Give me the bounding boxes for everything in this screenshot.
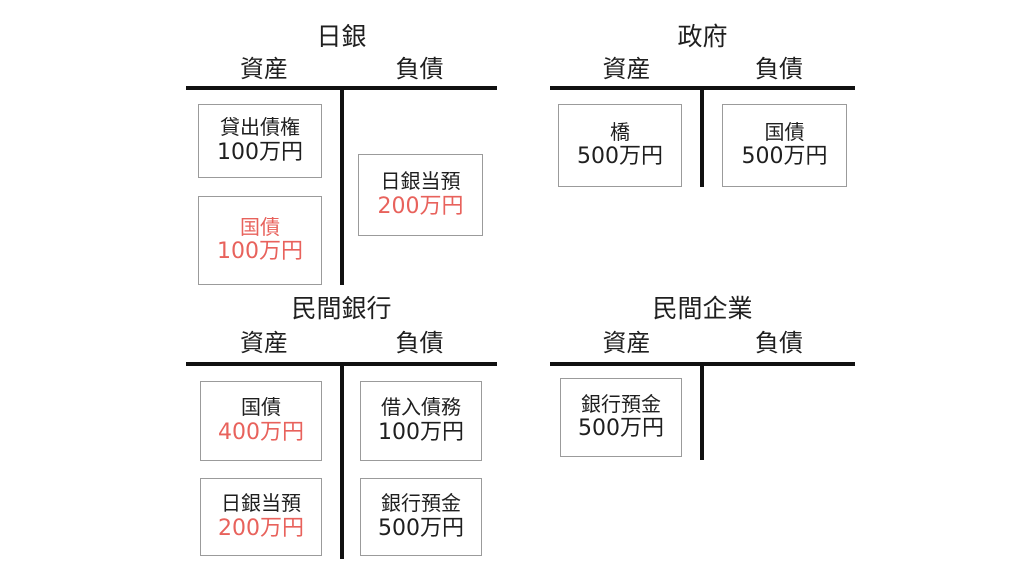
item-box-boj-liability-1: 日銀当預 200万円 <box>358 154 483 236</box>
t-account-divider-government <box>700 86 704 187</box>
column-heading-liabilities-private-firm: 負債 <box>755 329 803 357</box>
item-box-private-bank-asset-2: 日銀当預 200万円 <box>200 478 322 556</box>
item-amount: 500万円 <box>378 515 464 541</box>
item-label: 国債 <box>241 395 281 420</box>
item-box-private-firm-asset-1: 銀行預金 500万円 <box>560 378 682 457</box>
item-amount: 500万円 <box>741 144 828 170</box>
column-heading-assets-government: 資産 <box>602 55 651 83</box>
column-heading-liabilities-boj: 負債 <box>395 55 444 83</box>
item-box-government-asset-1: 橋 500万円 <box>558 104 682 187</box>
item-amount: 500万円 <box>578 416 664 442</box>
column-heading-assets-private-bank: 資産 <box>240 329 288 357</box>
item-box-boj-asset-2: 国債 100万円 <box>198 196 322 285</box>
item-amount: 200万円 <box>377 193 464 219</box>
entity-title-private-bank: 民間銀行 <box>291 294 392 323</box>
item-amount: 100万円 <box>217 139 303 165</box>
item-amount: 200万円 <box>218 515 304 541</box>
entity-title-boj: 日銀 <box>316 22 367 51</box>
item-label: 日銀当預 <box>221 491 301 516</box>
item-box-government-liability-1: 国債 500万円 <box>722 104 847 187</box>
item-label: 借入債務 <box>381 395 461 420</box>
t-account-divider-boj <box>340 86 344 285</box>
item-box-private-bank-asset-1: 国債 400万円 <box>200 381 322 461</box>
column-heading-assets-private-firm: 資産 <box>602 329 651 357</box>
column-heading-liabilities-government: 負債 <box>755 55 803 83</box>
item-box-private-bank-liability-2: 銀行預金 500万円 <box>360 478 482 556</box>
item-box-boj-asset-1: 貸出債権 100万円 <box>198 104 322 178</box>
item-label: 国債 <box>764 119 805 144</box>
t-account-divider-private-bank <box>340 362 344 559</box>
item-label: 日銀当預 <box>380 169 461 194</box>
t-account-divider-private-firm <box>700 362 704 460</box>
item-label: 橋 <box>610 119 630 144</box>
item-label: 貸出債権 <box>220 115 300 140</box>
item-amount: 100万円 <box>217 239 303 265</box>
item-label: 銀行預金 <box>381 491 461 516</box>
item-amount: 100万円 <box>378 419 464 445</box>
entity-title-government: 政府 <box>677 22 728 51</box>
column-heading-liabilities-private-bank: 負債 <box>395 329 444 357</box>
item-label: 国債 <box>240 214 280 239</box>
item-box-private-bank-liability-1: 借入債務 100万円 <box>360 381 482 461</box>
item-amount: 500万円 <box>577 144 663 170</box>
column-heading-assets-boj: 資産 <box>240 55 288 83</box>
entity-title-private-firm: 民間企業 <box>652 294 753 323</box>
item-amount: 400万円 <box>218 419 304 445</box>
item-label: 銀行預金 <box>581 391 661 416</box>
